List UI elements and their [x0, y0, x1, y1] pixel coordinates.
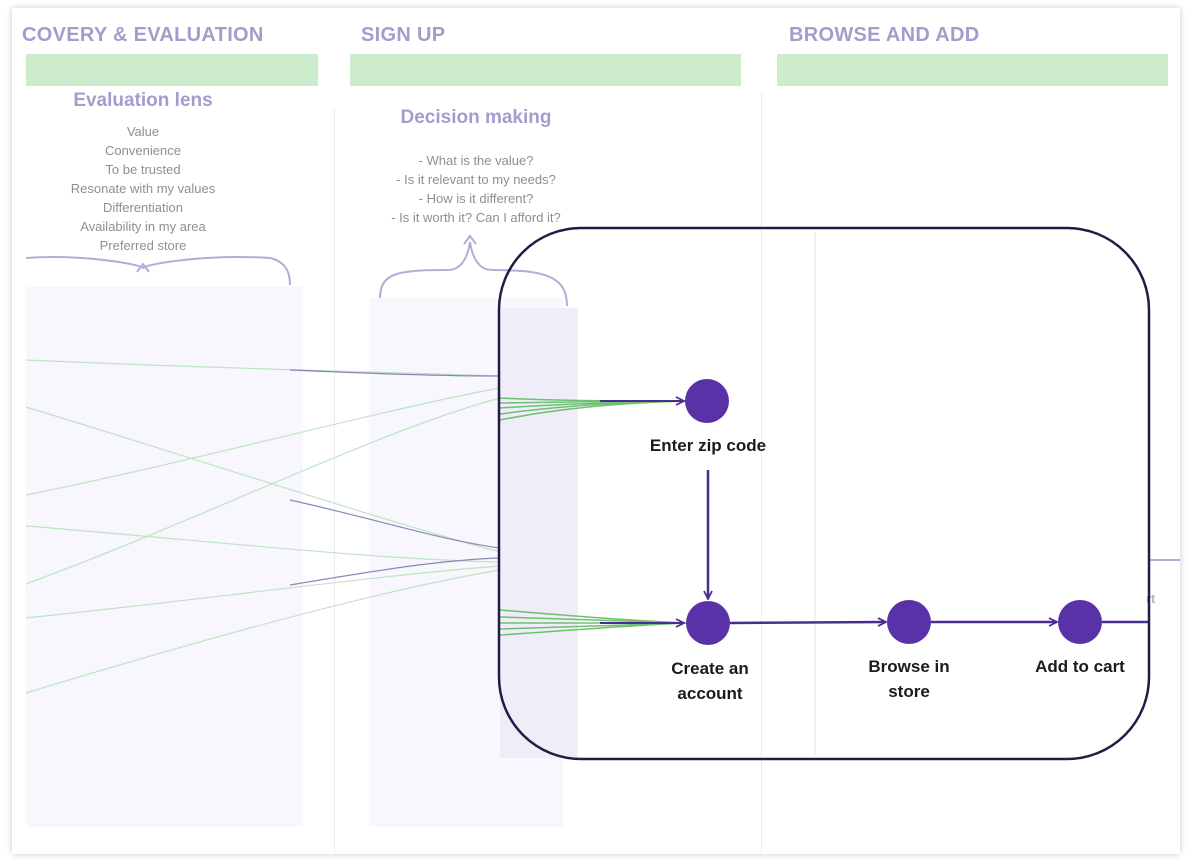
node-label-enter-zip-code: Enter zip code: [649, 436, 767, 455]
stage-column-discovery: [26, 287, 303, 827]
decision-making-item: - Is it relevant to my needs?: [396, 172, 556, 187]
decision-making-item: - Is it worth it? Can I afford it?: [391, 210, 561, 225]
phase-bar-signup: [350, 54, 741, 86]
evaluation-lens-item: Value: [126, 124, 160, 139]
highlight-column: [500, 308, 578, 758]
node-add-to-cart[interactable]: [1058, 600, 1102, 644]
arrow-account-to-browse: [729, 622, 886, 623]
evaluation-lens-item: Differentiation: [103, 200, 183, 215]
decision-making-item: - What is the value?: [418, 153, 534, 168]
evaluation-lens-title: Evaluation lens: [73, 90, 213, 111]
node-create-account[interactable]: [686, 601, 730, 645]
phase-title-browse: BROWSE AND ADD: [789, 24, 980, 46]
connection-lines: [25, 359, 501, 694]
node-enter-zip-code[interactable]: [685, 379, 729, 423]
phase-bar-browse: [777, 54, 1168, 86]
evaluation-lens-item: Preferred store: [99, 238, 187, 253]
evaluation-lens-item: Convenience: [105, 143, 181, 158]
phase-bar-discovery: [26, 54, 318, 86]
node-browse-in-store[interactable]: [887, 600, 931, 644]
evaluation-brace-tip: [136, 262, 150, 273]
column-divider: [761, 92, 762, 854]
faded-label: rt: [1146, 591, 1156, 606]
node-label-create-account: Create an account: [671, 659, 749, 703]
node-label-browse-in-store: Browse in store: [868, 657, 950, 701]
decision-making-item: - How is it different?: [418, 191, 534, 206]
decision-brace: [379, 241, 568, 307]
node-label-add-to-cart: Add to cart: [1035, 657, 1125, 676]
evaluation-lens-item: To be trusted: [105, 162, 181, 177]
decision-brace-tip: [463, 234, 477, 245]
phase-title-signup: SIGN UP: [361, 24, 446, 46]
evaluation-lens-item: Resonate with my values: [70, 181, 216, 196]
evaluation-brace: [25, 256, 291, 286]
column-divider: [334, 108, 335, 854]
evaluation-lens-item: Availability in my area: [80, 219, 206, 234]
highlight-callout-frame: [497, 226, 1151, 761]
phase-title-discovery: COVERY & EVALUATION: [22, 24, 264, 46]
decision-making-title: Decision making: [400, 107, 552, 128]
